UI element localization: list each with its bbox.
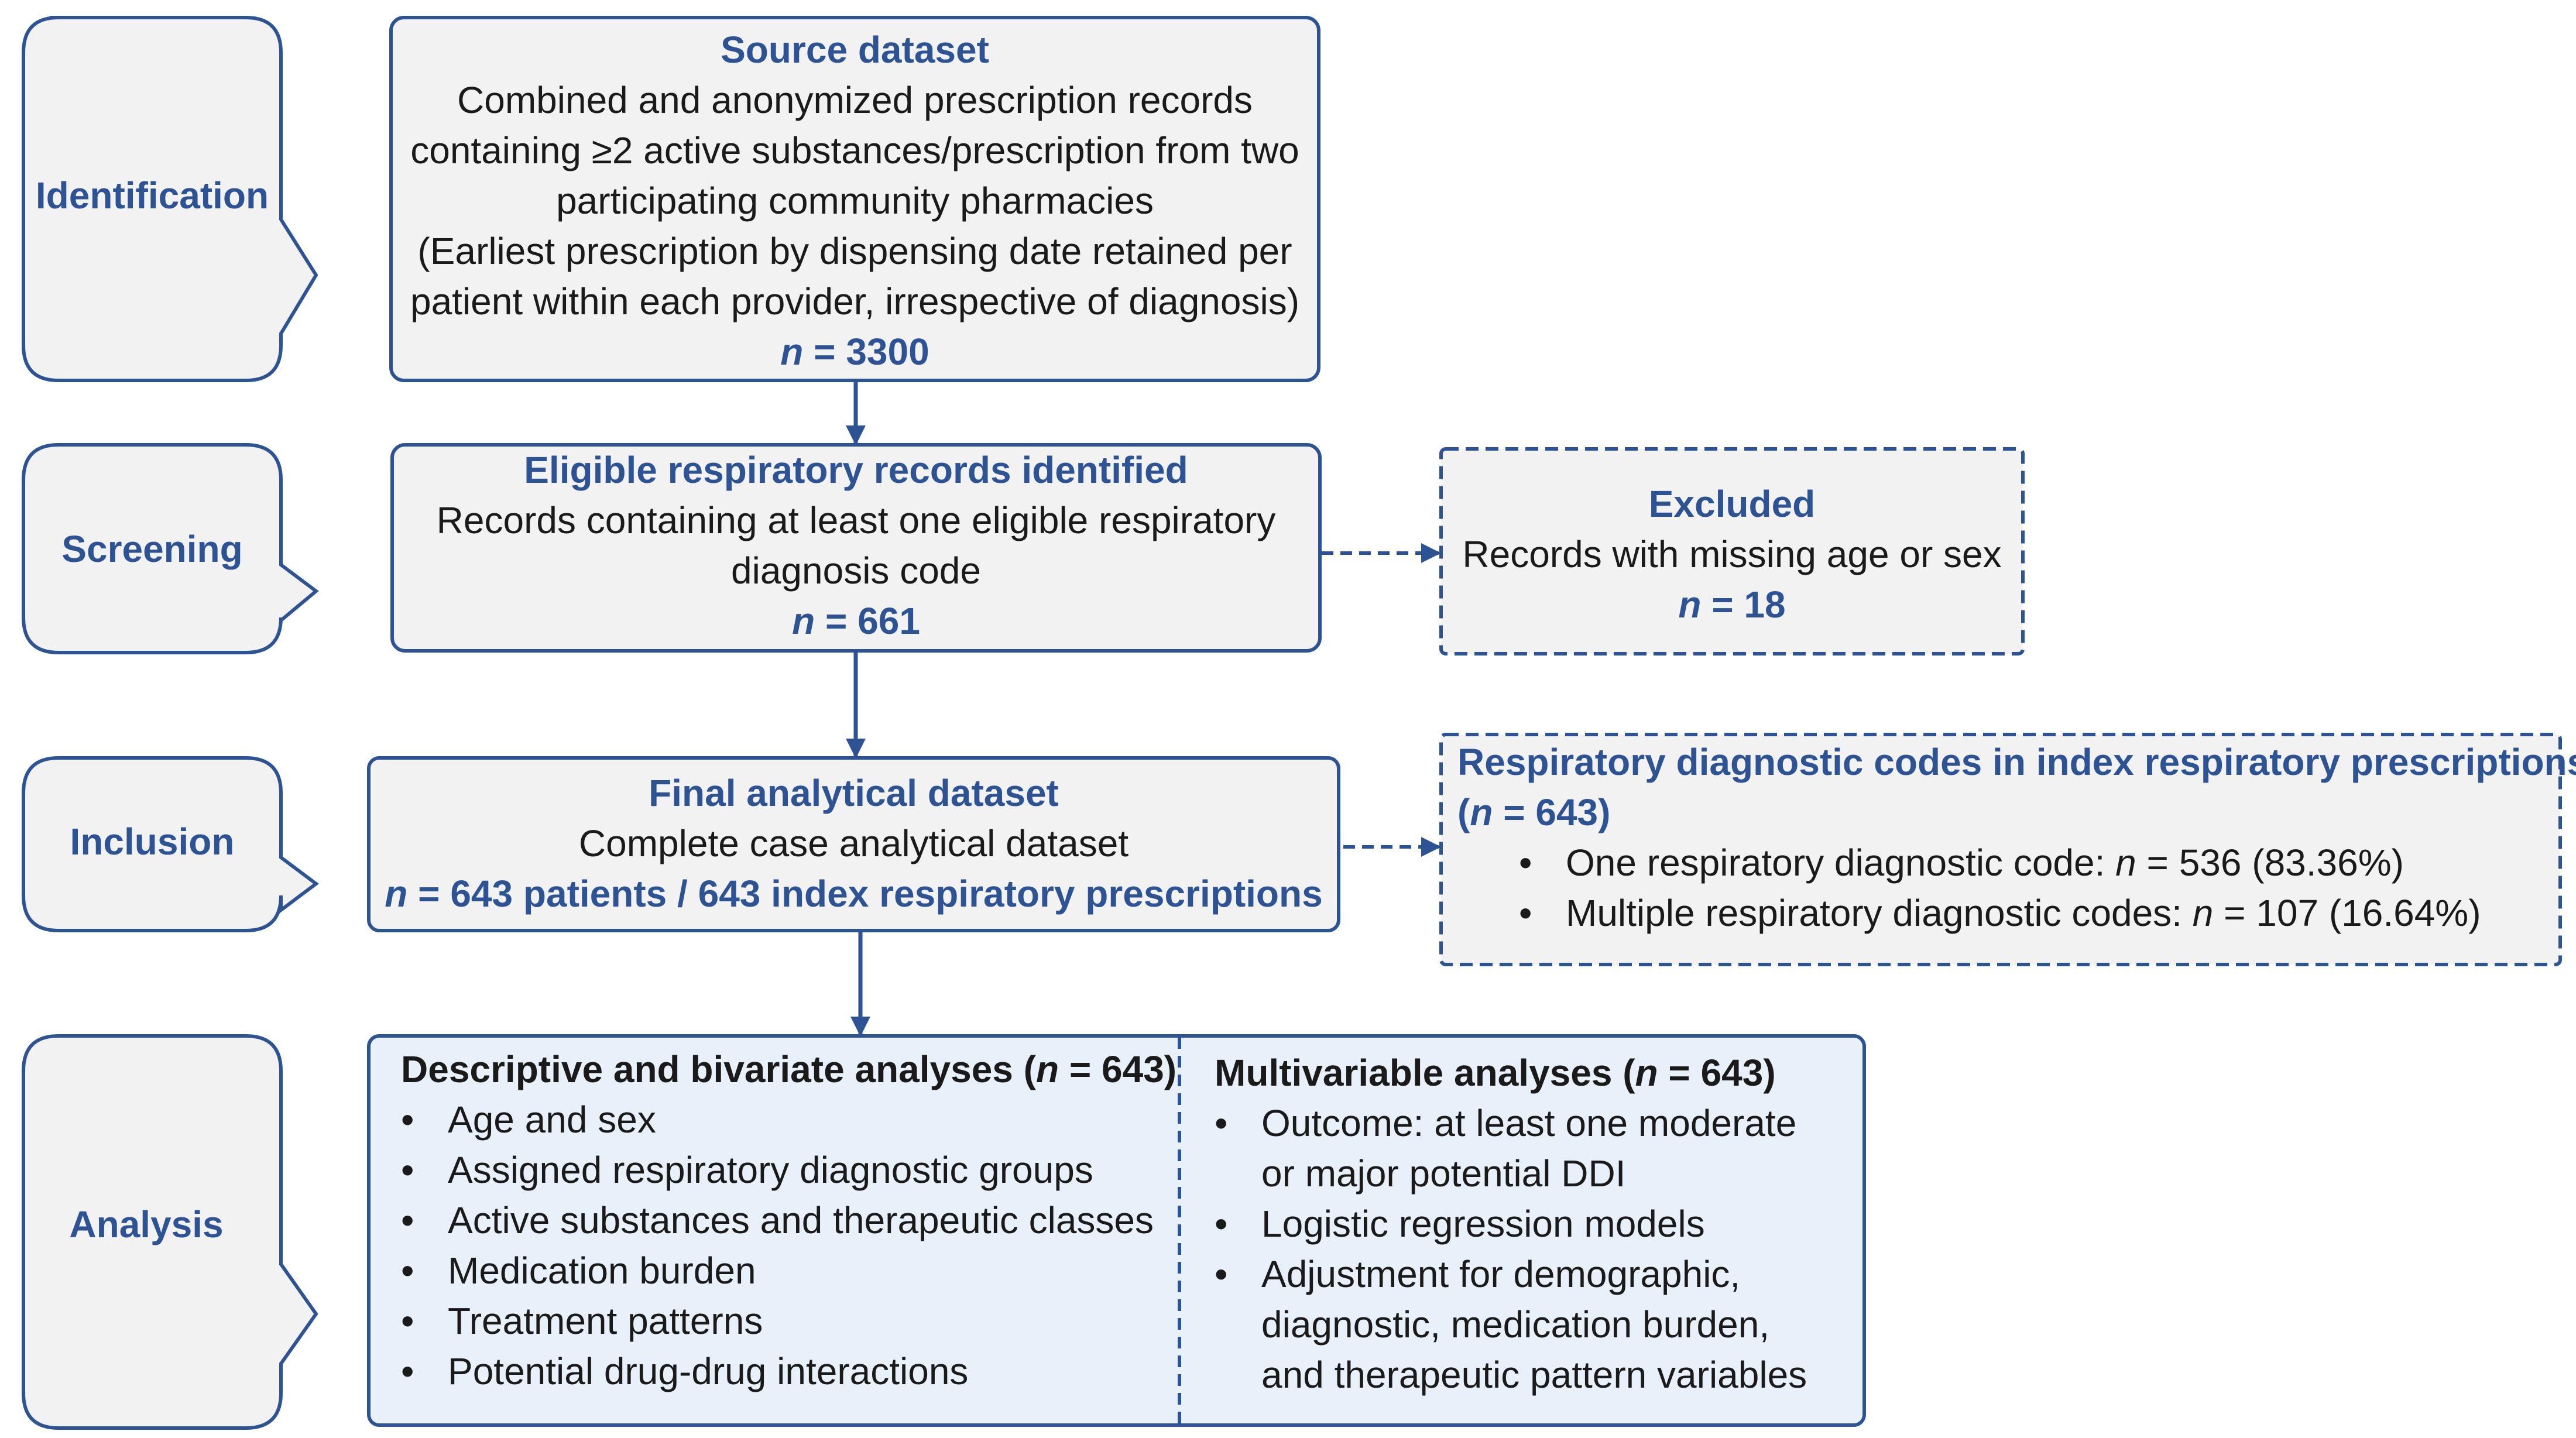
n-symbol: n [1635, 1052, 1658, 1094]
count-value: = 18 [1701, 584, 1786, 626]
n-symbol: n [792, 600, 815, 642]
codes-box: Respiratory diagnostic codes in index re… [1457, 737, 2576, 938]
item-line: Outcome: at least one moderate [1261, 1102, 1797, 1144]
codes-box-title: Respiratory diagnostic codes in index re… [1457, 741, 2576, 783]
count-value: = 661 [815, 600, 920, 642]
stage-label-inclusion: Inclusion [70, 821, 235, 863]
eligible-box-title: Eligible respiratory records identified [524, 449, 1188, 491]
analysis-left-item: Treatment patterns [401, 1296, 1174, 1346]
analysis-right-item: Adjustment for demographic, diagnostic, m… [1215, 1249, 1858, 1400]
item-line: diagnostic, medication burden, [1261, 1303, 1770, 1346]
analysis-left-item: Medication burden [401, 1245, 1174, 1296]
stage-shape-analysis [22, 1034, 318, 1430]
stage-shape-identification [22, 16, 318, 382]
count-value: = 643) [1493, 791, 1611, 833]
eligible-box-line: diagnosis code [731, 550, 981, 592]
analysis-right-item: Logistic regression models [1215, 1199, 1858, 1249]
analysis-right-title: Multivariable analyses (n = 643) [1215, 1048, 1858, 1098]
n-symbol: n [2115, 842, 2136, 884]
analysis-left-list: Age and sex Assigned respiratory diagnos… [401, 1094, 1174, 1396]
title-text: Descriptive and bivariate analyses ( [401, 1048, 1036, 1090]
n-symbol: n [1470, 791, 1493, 833]
final-box-count: n = 643 patients / 643 index respiratory… [369, 869, 1339, 919]
source-box-title: Source dataset [721, 29, 989, 71]
eligible-box: Eligible respiratory records identified … [392, 445, 1320, 646]
final-box-line: Complete case analytical dataset [578, 822, 1129, 864]
codes-list-item: One respiratory diagnostic code: n = 536… [1519, 838, 2558, 888]
eligible-box-line: Records containing at least one eligible… [436, 499, 1276, 541]
item-label: Multiple respiratory diagnostic codes: [1566, 892, 2193, 934]
source-box-line: participating community pharmacies [556, 180, 1154, 222]
title-count: = 643) [1059, 1048, 1177, 1090]
n-symbol: n [385, 873, 408, 915]
excluded-box: Excluded Records with missing age or sex… [1441, 479, 2023, 630]
stage-shape-inclusion [22, 756, 319, 932]
stage-label-screening: Screening [61, 528, 243, 570]
item-line: or major potential DDI [1261, 1152, 1626, 1195]
codes-list-item: Multiple respiratory diagnostic codes: n… [1519, 888, 2558, 938]
n-symbol: n [780, 331, 804, 373]
item-value: = 107 (16.64%) [2213, 892, 2481, 934]
codes-list: One respiratory diagnostic code: n = 536… [1519, 838, 2558, 938]
analysis-right-list: Outcome: at least one moderate or major p… [1215, 1098, 1858, 1400]
item-label: One respiratory diagnostic code: [1566, 842, 2116, 884]
analysis-right-item: Outcome: at least one moderate or major p… [1215, 1098, 1858, 1199]
final-box: Final analytical dataset Complete case a… [369, 768, 1339, 919]
source-box-line: patient within each provider, irrespecti… [410, 280, 1300, 322]
codes-box-title-count: (n = 643) [1457, 787, 2558, 838]
excluded-box-line: Records with missing age or sex [1462, 533, 2002, 575]
analysis-right-column: Multivariable analyses (n = 643) Outcome… [1215, 1048, 1858, 1400]
analysis-left-item: Age and sex [401, 1094, 1174, 1145]
excluded-box-title: Excluded [1648, 483, 1816, 525]
source-box: Source dataset Combined and anonymized p… [391, 25, 1319, 377]
stage-label-identification: Identification [35, 174, 269, 217]
analysis-left-item: Assigned respiratory diagnostic groups [401, 1145, 1174, 1195]
excluded-box-frame [1439, 447, 2025, 655]
source-box-count: n = 3300 [391, 327, 1319, 377]
n-symbol: n [1035, 1048, 1059, 1090]
title-text: Multivariable analyses ( [1215, 1052, 1635, 1094]
title-count: = 643) [1658, 1052, 1776, 1094]
stage-label-analysis: Analysis [69, 1203, 224, 1245]
paren-open: ( [1457, 791, 1470, 833]
n-symbol: n [2192, 892, 2214, 934]
source-box-line: Combined and anonymized prescription rec… [457, 79, 1253, 121]
source-box-line: (Earliest prescription by dispensing dat… [417, 230, 1292, 272]
analysis-left-title: Descriptive and bivariate analyses (n = … [401, 1044, 1177, 1094]
analysis-left-column: Descriptive and bivariate analyses (n = … [401, 1044, 1177, 1396]
analysis-left-item: Potential drug-drug interactions [401, 1346, 1174, 1396]
excluded-box-count: n = 18 [1441, 579, 2023, 630]
count-value: = 643 patients / 643 index respiratory p… [407, 873, 1323, 915]
item-line: Logistic regression models [1261, 1203, 1705, 1245]
item-line: and therapeutic pattern variables [1261, 1354, 1807, 1396]
item-line: Adjustment for demographic, [1261, 1253, 1741, 1295]
n-symbol: n [1678, 584, 1702, 626]
eligible-box-count: n = 661 [392, 596, 1320, 646]
analysis-left-item: Active substances and therapeutic classe… [401, 1195, 1174, 1245]
item-value: = 536 (83.36%) [2136, 842, 2404, 884]
source-box-line: containing ≥2 active substances/prescrip… [410, 129, 1299, 171]
count-value: = 3300 [803, 331, 929, 373]
stage-shape-screening [22, 443, 319, 654]
final-box-title: Final analytical dataset [649, 772, 1059, 814]
